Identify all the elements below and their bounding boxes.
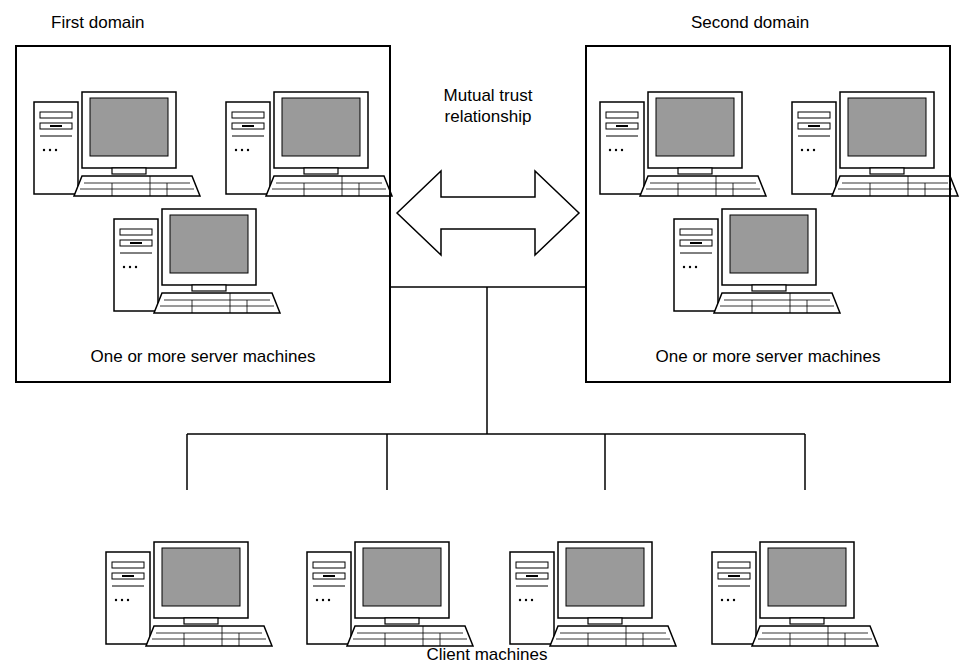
network-bus [187,287,805,490]
network-line [391,287,585,288]
server-caption: One or more server machines [656,347,881,367]
domain-box: Second domainOne or more server machines [585,45,951,383]
trust-arrow [397,171,579,255]
domain-box: First domainOne or more server machines [15,45,391,383]
server-caption: One or more server machines [91,347,316,367]
group-caption: Client machines [427,645,548,665]
domain-heading: Second domain [691,13,809,33]
domain-heading: First domain [51,13,145,33]
edge-label: Mutual trust relationship [415,85,561,128]
